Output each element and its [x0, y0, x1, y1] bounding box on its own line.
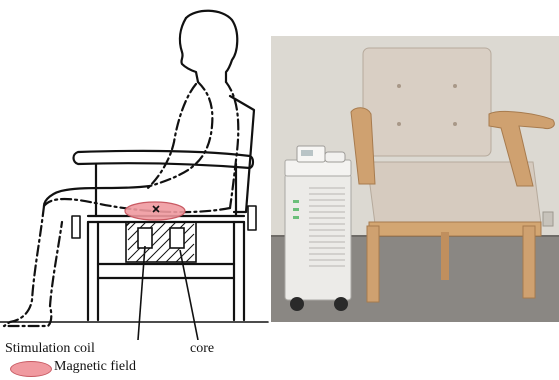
person-chest-outline — [148, 84, 196, 188]
chair-seat-rail — [369, 222, 541, 236]
chair-leg-2 — [523, 226, 535, 298]
device-display — [301, 150, 313, 156]
coil-leader-line — [138, 246, 145, 340]
chair-armrest — [74, 151, 254, 168]
device-handset — [325, 152, 345, 162]
device-leds — [293, 200, 299, 219]
chair-and-device-photo — [271, 36, 559, 322]
magnetic-field-legend-icon — [10, 361, 52, 377]
chair-side-clip-left — [72, 216, 80, 238]
magnetic-field-label: Magnetic field — [54, 359, 136, 375]
chair-back-cushion — [363, 48, 491, 156]
person-shin-outline — [4, 206, 62, 326]
stimulation-coil-label: Stimulation coil — [5, 341, 95, 357]
chair-side-clip-right — [248, 206, 256, 230]
seated-person-diagram — [0, 0, 270, 340]
chair-leg-1 — [367, 226, 379, 302]
person-arm-outline — [150, 82, 212, 186]
person-face-outline — [180, 18, 198, 82]
core-label: core — [190, 341, 214, 357]
wall-socket — [543, 212, 553, 226]
device-body — [285, 174, 351, 300]
chair-leg-3 — [441, 232, 449, 280]
core-blocks — [138, 228, 184, 248]
